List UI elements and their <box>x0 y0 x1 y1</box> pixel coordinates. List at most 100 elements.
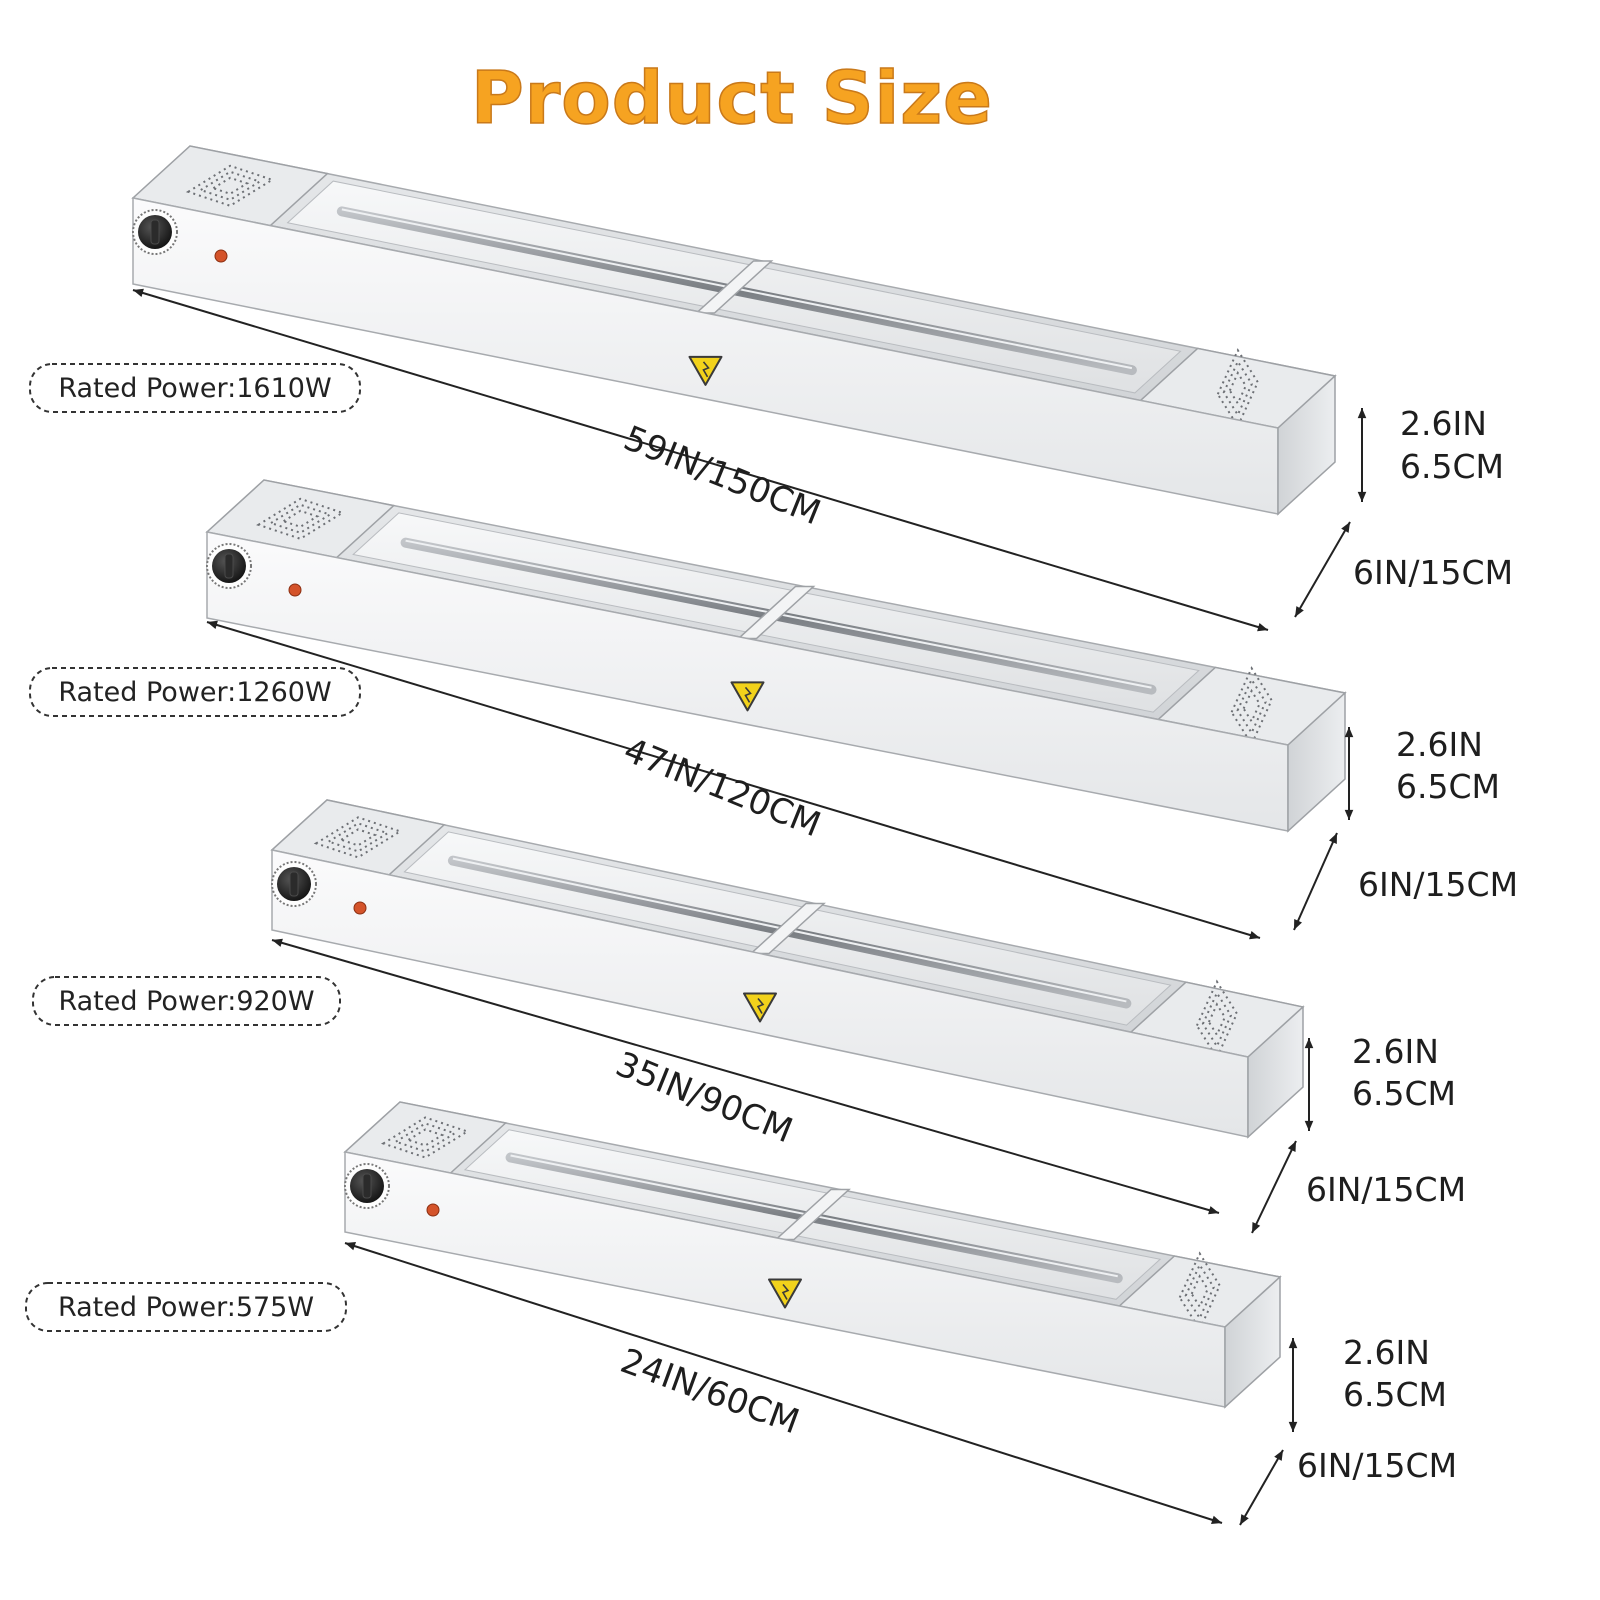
indicator-light-icon <box>288 583 302 597</box>
rated-power-label: Rated Power:920W <box>58 986 314 1017</box>
length-arrowhead-start <box>345 1242 356 1251</box>
warning-triangle <box>688 355 723 386</box>
height-arrowhead-bottom <box>1357 491 1367 502</box>
knob-grip <box>150 219 160 245</box>
length-dimension-line <box>271 939 1220 1214</box>
height-cm-label: 6.5CM <box>1343 1375 1447 1414</box>
depth-arrowhead-end <box>1252 1222 1261 1233</box>
depth-arrowhead-start <box>1329 833 1337 844</box>
right-vent-perforations <box>1195 979 1239 1060</box>
right-vent-perforations <box>1216 348 1259 429</box>
right-end-face <box>1224 1275 1281 1409</box>
perforation-ring <box>1190 1274 1209 1309</box>
thermostat-knob-icon <box>206 543 252 589</box>
perforation-ring <box>338 828 378 847</box>
depth-dimension-line <box>1294 521 1351 618</box>
perforation-ring <box>1236 677 1267 735</box>
indicator-light-icon <box>353 901 367 915</box>
depth-label: 6IN/15CM <box>1353 553 1513 592</box>
height-arrowhead-top <box>1344 727 1354 738</box>
depth-label: 6IN/15CM <box>1306 1170 1466 1209</box>
depth-arrowhead-start <box>1287 1141 1296 1152</box>
height-arrowhead-bottom <box>1288 1421 1298 1432</box>
indicator-light-icon <box>214 249 228 263</box>
perforation-ring <box>256 497 345 540</box>
perforation-ring <box>1222 359 1253 417</box>
depth-arrowhead-start <box>1274 1450 1283 1461</box>
height-inch-label: 2.6IN <box>1400 404 1487 443</box>
rated-power-badge <box>29 363 361 413</box>
right-end-face <box>1287 691 1346 833</box>
left-vent-perforations <box>185 164 275 207</box>
depth-dimension-line <box>1293 832 1338 931</box>
warning-bolt <box>702 361 710 378</box>
right-end-face <box>1247 1005 1304 1139</box>
perforation-ring <box>380 1116 470 1159</box>
thermostat-knob-icon <box>271 861 317 907</box>
length-arrowhead-end <box>1257 623 1268 632</box>
indicator-light-icon <box>426 1203 440 1217</box>
hot-surface-warning-icon <box>688 355 723 386</box>
depth-dimension-line <box>1239 1449 1284 1526</box>
depth-arrowhead-start <box>1341 522 1350 533</box>
perforation-ring <box>211 176 250 195</box>
length-arrowhead-start <box>272 938 283 947</box>
rated-power-label: Rated Power:575W <box>58 1292 314 1323</box>
length-arrowhead-start <box>207 620 218 629</box>
left-vent-perforations <box>313 816 403 859</box>
perforation-ring <box>313 816 403 859</box>
rated-power-badge <box>29 667 361 717</box>
thermostat-knob-icon <box>344 1163 390 1209</box>
warning-bolt <box>756 997 765 1014</box>
right-vent-perforations <box>1230 666 1273 747</box>
height-cm-label: 6.5CM <box>1352 1074 1456 1113</box>
rated-power-label: Rated Power:1260W <box>58 677 331 708</box>
perforation-ring <box>1184 1262 1215 1321</box>
knob-grip <box>362 1173 372 1199</box>
height-inch-label: 2.6IN <box>1396 725 1483 764</box>
right-vent-perforations <box>1178 1251 1221 1332</box>
length-label: 47IN/120CM <box>618 730 826 845</box>
length-arrowhead-end <box>1211 1515 1222 1524</box>
page-title: Product Size <box>471 56 993 140</box>
height-arrowhead-bottom <box>1344 809 1354 820</box>
height-arrowhead-top <box>1304 1038 1314 1049</box>
height-arrowhead-top <box>1357 408 1367 419</box>
left-vent-perforations <box>256 497 345 540</box>
rated-power-badge <box>25 1282 347 1332</box>
warning-triangle <box>730 681 765 712</box>
warning-triangle <box>768 1278 802 1309</box>
perforation-ring <box>406 1128 445 1147</box>
depth-arrowhead-end <box>1294 919 1302 930</box>
height-cm-label: 6.5CM <box>1396 767 1500 806</box>
depth-arrowhead-end <box>1240 1514 1249 1525</box>
height-arrowhead-bottom <box>1304 1120 1314 1131</box>
knob-grip <box>289 871 299 897</box>
height-inch-label: 2.6IN <box>1343 1333 1430 1372</box>
perforation-ring <box>1201 990 1233 1049</box>
warmer-unit-1: Rated Power:1610W 59IN/150CM 2.6IN 6.5CM 6IN… <box>29 145 1513 632</box>
length-dimension-line <box>344 1242 1223 1524</box>
hot-surface-warning-icon <box>743 992 777 1023</box>
length-label: 59IN/150CM <box>618 418 826 533</box>
perforation-ring <box>281 509 320 528</box>
length-arrowhead-start <box>133 288 144 297</box>
hot-surface-warning-icon <box>768 1278 802 1309</box>
warning-triangle <box>743 992 777 1023</box>
perforation-ring <box>1207 1002 1227 1037</box>
perforation-ring <box>185 164 275 207</box>
rated-power-badge <box>32 976 341 1026</box>
depth-label: 6IN/15CM <box>1358 865 1518 904</box>
perforation-ring <box>1242 688 1261 724</box>
warning-bolt <box>744 686 752 703</box>
depth-dimension-line <box>1251 1140 1297 1234</box>
height-cm-label: 6.5CM <box>1400 447 1504 486</box>
length-dimension-line <box>206 621 1261 939</box>
rated-power-label: Rated Power:1610W <box>58 373 331 404</box>
length-label: 24IN/60CM <box>615 1341 804 1442</box>
